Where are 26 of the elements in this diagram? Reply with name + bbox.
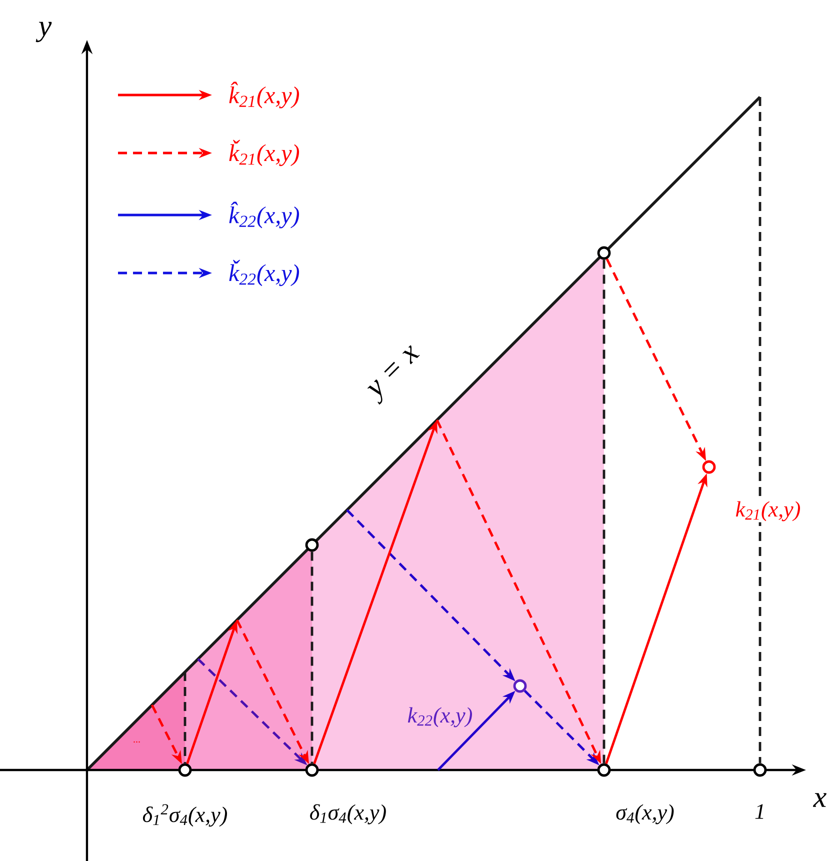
point-label: δ$_{1}$$^{2}$σ$_{4}$(x,y) xyxy=(141,803,229,828)
legend-label: ǩ$_{21}$(x,y) xyxy=(229,140,300,166)
point-marker xyxy=(702,460,716,474)
dashed-line xyxy=(310,552,314,764)
legend-label: k̂$_{21}$(x,y) xyxy=(229,82,300,108)
line-label: y = x xyxy=(368,345,420,405)
point-marker xyxy=(597,246,611,260)
point-label: δ$_{1}$σ$_{4}$(x,y) xyxy=(308,803,388,826)
axis-label: y xyxy=(36,22,52,42)
legend-label: k̂$_{22}$(x,y) xyxy=(229,202,300,228)
axis-label: x xyxy=(812,793,826,807)
point-marker xyxy=(178,763,192,777)
point-marker xyxy=(305,763,319,777)
point-marker xyxy=(305,538,319,552)
legend-label: ǩ$_{22}$(x,y) xyxy=(229,260,300,286)
ellipsis: ... xyxy=(134,741,140,743)
point-label: 1 xyxy=(754,803,766,820)
dashed-line xyxy=(602,260,606,764)
point-marker xyxy=(597,763,611,777)
dashed-line xyxy=(184,672,186,764)
point-label: σ$_{4}$(x,y) xyxy=(614,803,676,826)
dashed-line xyxy=(758,97,762,764)
point-marker xyxy=(513,679,527,693)
point-label: k$_{22}$(x,y) xyxy=(406,706,474,728)
point-marker xyxy=(753,763,767,777)
point-label: k$_{21}$(x,y) xyxy=(734,500,802,522)
